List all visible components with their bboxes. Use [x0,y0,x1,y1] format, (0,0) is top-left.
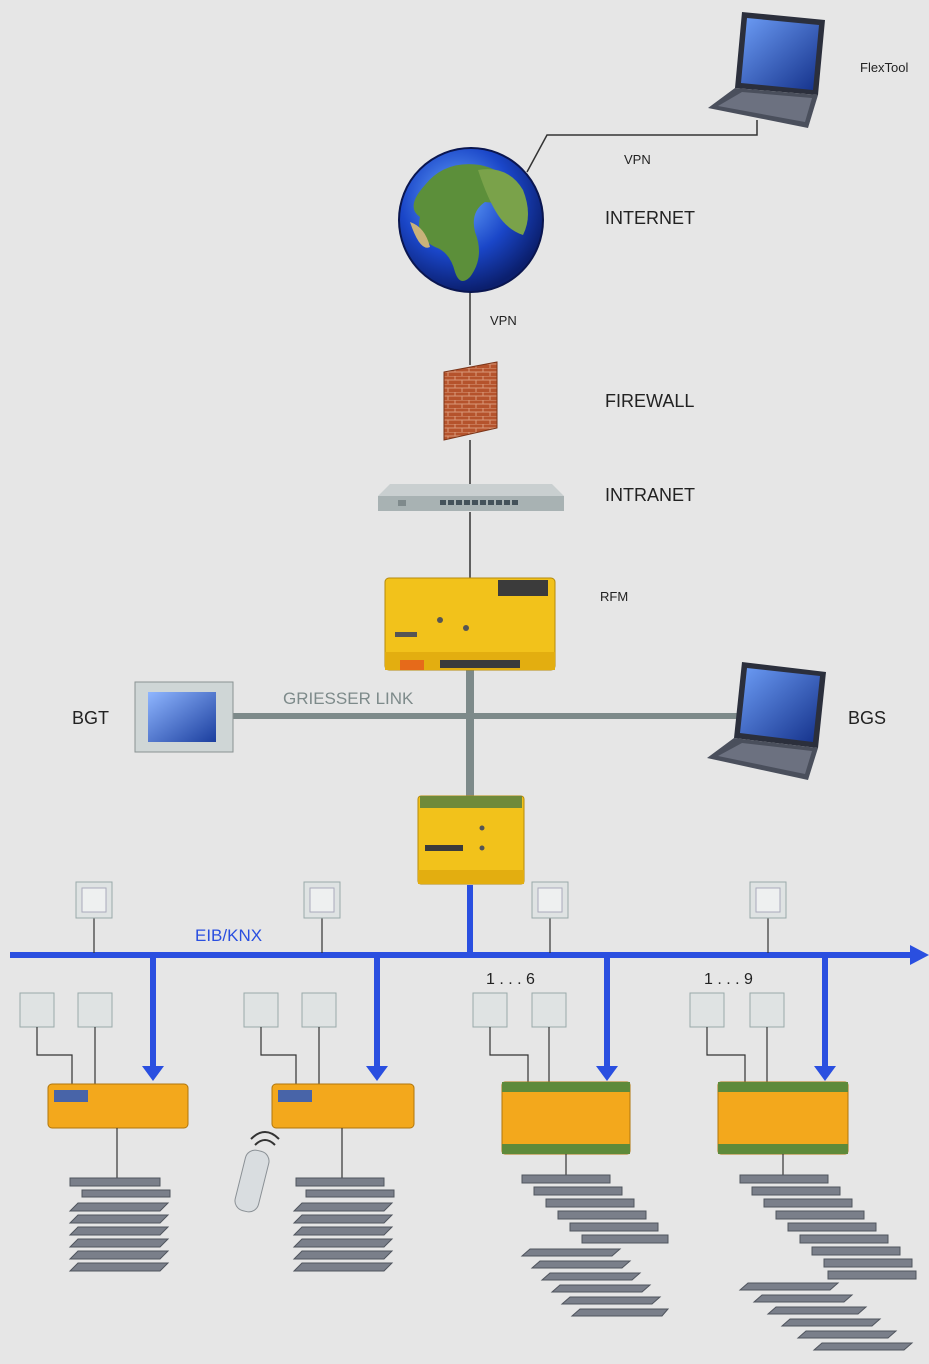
rfm-device-icon [384,577,556,671]
blinds-3 [520,1174,670,1317]
sensor-2 [303,881,341,953]
eib-knx-bus [10,885,929,965]
laptop-flextool-icon [708,12,825,128]
room-group-3 [472,992,670,1317]
blinds-1 [68,1177,171,1272]
label-flextool: FlexTool [860,60,909,75]
remote-control-icon [234,1131,280,1213]
label-intranet: INTRANET [605,485,695,505]
label-range-1-9: 1 . . . 9 [704,971,753,988]
switch-icon [378,484,564,511]
sensor-4 [749,881,787,953]
room-group-2 [234,992,415,1272]
label-firewall: FIREWALL [605,391,694,411]
bus-sensors [75,881,787,953]
label-vpn-bottom: VPN [490,313,517,328]
globe-icon [398,147,544,293]
label-rfm: RFM [600,589,628,604]
sensor-1 [75,881,113,953]
room-group-4 [689,992,917,1351]
label-vpn-top: VPN [624,152,651,167]
room-group-1 [19,992,189,1272]
gateway-device-icon [417,795,525,885]
label-griesser-link: GRIESSER LINK [283,689,414,708]
firewall-icon [443,361,498,441]
label-range-1-6: 1 . . . 6 [486,971,535,988]
label-bgt: BGT [72,708,109,728]
label-bgs: BGS [848,708,886,728]
bgt-panel-icon [134,681,234,753]
vpn-line-laptop [526,120,758,173]
bus-drop-arrows [142,955,836,1081]
label-internet: INTERNET [605,208,695,228]
label-eib-knx: EIB/KNX [195,926,262,945]
laptop-bgs-icon [707,662,826,780]
blinds-4 [738,1174,917,1351]
blinds-2 [292,1177,395,1272]
griesser-link-bus [230,668,740,800]
sensor-3 [531,881,569,953]
